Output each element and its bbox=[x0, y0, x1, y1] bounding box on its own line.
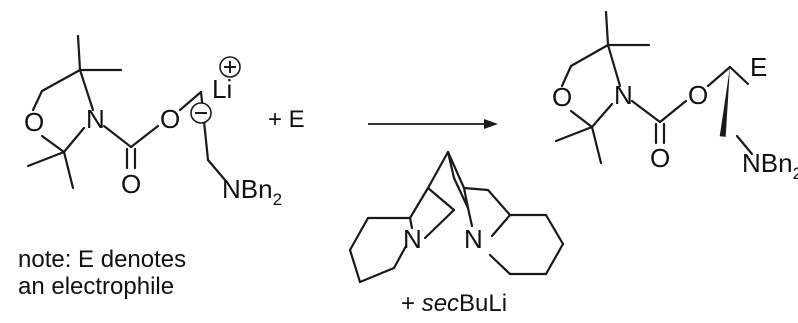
methyl-bond-c4-top bbox=[76, 34, 82, 72]
sp-right-ring-3 bbox=[544, 242, 565, 276]
sparteine-n-right: N bbox=[464, 224, 483, 254]
reactant-carbonyl-o: O bbox=[121, 169, 141, 199]
sp-right-ring-2 bbox=[544, 213, 565, 246]
product-carbonyl-o: O bbox=[650, 143, 670, 173]
sp-left-ring-4 bbox=[358, 266, 396, 284]
sp-right-ring-5 bbox=[488, 253, 512, 276]
reactant-ring-o: O bbox=[24, 107, 44, 137]
reactant-ester-o: O bbox=[160, 104, 180, 134]
note-line-2: an electrophile bbox=[18, 273, 174, 300]
sp-left-ring-5 bbox=[392, 244, 408, 270]
p-ring-bond-c5-o bbox=[560, 64, 573, 88]
sp-core-6 bbox=[452, 176, 470, 210]
sp-bridge-back bbox=[446, 150, 456, 180]
note-line-1: note: E denotes bbox=[18, 246, 186, 273]
sparteine-structure: N N bbox=[348, 150, 565, 284]
bond-carbonyl-c-o-ester bbox=[129, 124, 160, 149]
p-ring-bond-o-c2 bbox=[569, 109, 594, 129]
product-electrophile: E bbox=[750, 52, 767, 82]
p-methyl-bond-c2-down bbox=[590, 125, 603, 165]
sp-core-1 bbox=[408, 186, 430, 220]
plus-electrophile-label: + E bbox=[268, 106, 305, 133]
sp-right-ring-6 bbox=[490, 213, 512, 238]
reaction-arrow bbox=[368, 119, 498, 129]
p-bond-carbonyl-c-o-ester bbox=[658, 99, 688, 124]
sparteine-n-left: N bbox=[403, 224, 422, 254]
bond-carbanion-ch2 bbox=[199, 90, 210, 162]
ring-bond-c4-c5 bbox=[40, 68, 82, 93]
sp-core-8 bbox=[462, 186, 470, 210]
sp-core-3 bbox=[423, 208, 456, 240]
sp-core-5 bbox=[486, 188, 512, 217]
ring-bond-c5-o bbox=[31, 89, 44, 112]
product-structure: O N O O E NBn2 bbox=[552, 10, 798, 183]
p-methyl-bond-c2-left bbox=[554, 125, 594, 143]
p-bond-stereocenter-e bbox=[728, 65, 750, 86]
product-ester-o: O bbox=[688, 80, 708, 110]
bond-o-carbanion bbox=[178, 90, 203, 112]
sp-left-ring-6 bbox=[408, 216, 414, 230]
product-amine-n: NBn2 bbox=[742, 148, 798, 183]
p-ring-bond-n-c4 bbox=[606, 43, 622, 88]
product-ring-n: N bbox=[614, 80, 633, 110]
p-wedge-bond bbox=[719, 67, 730, 137]
sp-bridge-left bbox=[426, 150, 450, 190]
reagent-label: + secBuLi bbox=[401, 290, 507, 317]
bond-ch2-n bbox=[206, 158, 227, 182]
reactant-amine-n: NBn2 bbox=[222, 174, 282, 209]
p-bond-ch2-n bbox=[735, 134, 754, 156]
reactant-lithium: Li bbox=[212, 74, 232, 104]
bond-n-carbonyl-c bbox=[102, 124, 133, 149]
sp-core-4 bbox=[462, 186, 490, 192]
p-ring-bond-c4-c5 bbox=[569, 43, 610, 68]
sp-core-2 bbox=[426, 186, 456, 212]
p-ring-bond-c2-n bbox=[590, 102, 614, 129]
p-methyl-bond-c4-top bbox=[604, 10, 610, 47]
ring-bond-n-c4 bbox=[78, 68, 95, 112]
reactant-structure: O N O O Li NBn2 bbox=[24, 34, 282, 209]
ring-bond-o-c2 bbox=[40, 134, 66, 154]
sp-core-7 bbox=[466, 206, 474, 228]
p-bond-o-stereocenter bbox=[706, 65, 732, 88]
sp-left-ring-2 bbox=[348, 216, 370, 252]
p-bond-n-carbonyl-c bbox=[630, 99, 662, 124]
reactant-ring-n: N bbox=[86, 104, 105, 134]
methyl-bond-c2-left bbox=[26, 150, 66, 168]
sp-left-ring-3 bbox=[348, 248, 362, 284]
ring-bond-c2-n bbox=[62, 126, 86, 154]
sp-bridge-right bbox=[446, 150, 466, 190]
methyl-bond-c2-down bbox=[62, 150, 75, 190]
product-ring-o: O bbox=[552, 82, 572, 112]
